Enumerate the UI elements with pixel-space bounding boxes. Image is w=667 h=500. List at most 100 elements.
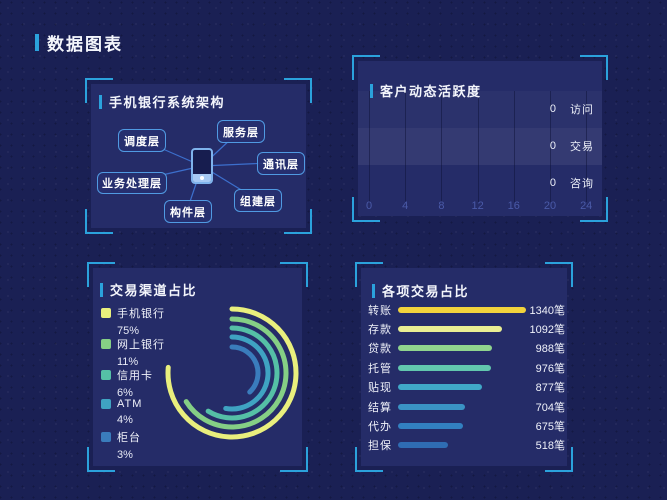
bar [398, 364, 492, 371]
legend-label: 手机银行 [117, 308, 165, 320]
panel-background: 手机银行系统架构 调度层 服务层通讯层组建层构件层 业务处理层 [91, 84, 306, 228]
legend-item[interactable]: 信用卡 6% [101, 367, 153, 399]
bar [398, 423, 463, 430]
x-axis-tick: 4 [402, 200, 409, 212]
gridline [441, 91, 443, 202]
ring-chart [93, 268, 302, 466]
bar-value: 675笔 [535, 421, 565, 434]
gridline [586, 91, 588, 202]
phone-home-button-icon [200, 176, 204, 180]
bar-label: 贴现 [368, 382, 392, 395]
bar-label: 转账 [368, 304, 392, 317]
x-axis-tick: 16 [507, 200, 520, 212]
arch-node: 通讯层 [257, 152, 305, 175]
bar-label: 结算 [368, 401, 392, 414]
title-accent-bar [35, 34, 39, 51]
bar-track [398, 326, 526, 333]
legend-swatch-icon [101, 432, 111, 442]
ring-arc [205, 325, 280, 421]
bar-track [398, 384, 526, 391]
arch-node: 构件层 [164, 200, 212, 223]
bar-value: 704笔 [535, 401, 565, 414]
gridline [369, 91, 370, 202]
x-axis-tick: 20 [543, 200, 557, 212]
legend-percent: 3% [117, 449, 133, 461]
legend-swatch-icon [101, 339, 111, 349]
arch-node: 业务处理层 [97, 172, 167, 194]
bar [398, 384, 482, 391]
legend-label: 信用卡 [117, 370, 153, 382]
page-title: 数据图表 [47, 35, 123, 54]
bar-label: 贷款 [368, 343, 392, 356]
bar-label: 代办 [368, 421, 392, 434]
ring-arc [183, 316, 289, 430]
ring-arc [229, 344, 261, 395]
legend-percent: 6% [117, 387, 133, 399]
bar-value: 877笔 [535, 382, 565, 395]
bar-row: 贴现 877笔 [368, 378, 565, 397]
row-band [358, 128, 602, 165]
bar-label: 托管 [368, 362, 392, 375]
activity-value: 0 [549, 139, 556, 152]
x-axis-tick: 12 [471, 200, 484, 212]
legend-swatch-icon [101, 399, 111, 409]
bar-track [398, 442, 526, 449]
bar-track [398, 364, 526, 371]
bar-track [398, 306, 526, 313]
bar-track [398, 403, 526, 410]
legend-swatch-icon [101, 370, 111, 380]
bar-track [398, 345, 526, 352]
architecture-diagram: 调度层 服务层通讯层组建层构件层 业务处理层 [91, 84, 306, 228]
bar-label: 存款 [368, 324, 392, 337]
activity-label: 咨询 [570, 177, 594, 190]
panel-title-text: 客户动态活跃度 [380, 84, 482, 99]
bar-value: 976笔 [535, 362, 565, 375]
title-accent-bar [370, 83, 373, 98]
panel-title-text: 交易渠道占比 [110, 283, 198, 298]
bar-row: 转账 1340笔 [368, 300, 565, 319]
ring-arc [165, 306, 299, 440]
page-header: 数据图表 [35, 30, 123, 55]
arch-node: 调度层 [118, 129, 166, 152]
bar [398, 326, 503, 333]
arch-node: 服务层 [217, 120, 265, 143]
bar-value: 1340笔 [529, 304, 565, 317]
bar [398, 403, 466, 410]
legend-percent: 11% [117, 356, 139, 368]
activity-value: 0 [549, 102, 556, 115]
gridline [513, 91, 515, 202]
bar-value: 1092笔 [529, 324, 565, 337]
gridline [405, 91, 407, 202]
legend-label: ATM [117, 398, 143, 410]
bar-row: 代办 675笔 [368, 416, 565, 435]
gridline [477, 91, 479, 202]
legend-label: 网上银行 [117, 339, 165, 351]
panel-title: 手机银行系统架构 [99, 92, 225, 111]
panel-title: 客户动态活跃度 [370, 81, 482, 100]
legend-item[interactable]: 网上银行 11% [101, 336, 165, 368]
legend-item[interactable]: ATM 4% [101, 398, 142, 426]
bar-track [398, 423, 526, 430]
arch-node: 组建层 [234, 189, 282, 212]
bar [398, 442, 448, 449]
ring-arcs [165, 306, 299, 440]
phone-icon [191, 148, 213, 184]
legend-percent: 4% [117, 414, 133, 426]
bar-row: 结算 704笔 [368, 397, 565, 416]
title-accent-bar [372, 283, 375, 298]
